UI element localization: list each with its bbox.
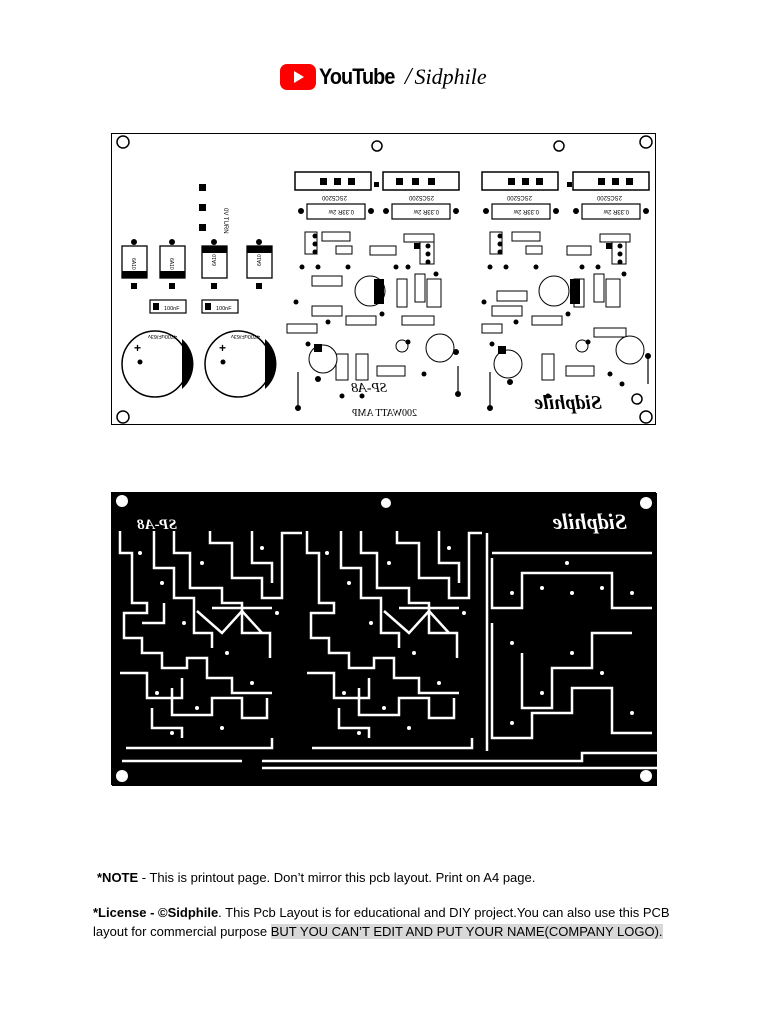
cap-label: 100nF <box>216 306 232 312</box>
brand-slash: / <box>404 63 412 90</box>
diode-label: 6A10 <box>168 258 174 270</box>
small-caps: 100nF 100nF <box>149 299 239 314</box>
brand-silk: Sidphile <box>534 392 602 414</box>
resistor-label: 0.33R 2w <box>513 208 539 214</box>
board-subtitle-silk: 200WATT AMP <box>351 408 417 419</box>
diode-label: 6A10 <box>257 254 263 266</box>
diode-label: 6A10 <box>130 258 136 270</box>
print-note: *NOTE - This is printout page. Don’t mir… <box>97 869 535 887</box>
board-name-silk: SP-A8 <box>351 381 387 396</box>
rectifier-diodes: 6A10 6A10 6A10 6A10 <box>121 239 273 289</box>
license-restriction: BUT YOU CAN’T EDIT AND PUT YOUR NAME(COM… <box>270 924 663 939</box>
resistor-row: 0.33R 2w 0.33R 2w 0.33R 2w 0.33R 2w <box>298 203 649 220</box>
filter-caps: + + 4700uF/63v 4700uF/63v <box>121 330 277 398</box>
note-label: *NOTE <box>97 870 139 885</box>
cap-label: 4700uF/63v <box>148 333 177 339</box>
transistor-label: 2SC5200 <box>408 194 434 200</box>
channel-brand: YouTube / Sidphile <box>280 62 487 92</box>
brand-copper: Sidphile <box>552 509 627 534</box>
silkscreen-drawing: 2SC5200 2SC5200 2SC5200 2SC5200 0.33R 2w… <box>116 135 653 424</box>
svg-text:+: + <box>134 341 141 355</box>
transistor-label: 2SC5200 <box>596 194 622 200</box>
youtube-logo-icon <box>280 64 316 90</box>
resistor-label: 0.33R 2w <box>603 208 629 214</box>
cap-label: 4700uF/63v <box>231 333 260 339</box>
power-input-pads <box>199 184 206 231</box>
svg-text:+: + <box>219 341 226 355</box>
transistor-label: 2SC5200 <box>321 194 347 200</box>
pcb-silkscreen-layout: 2SC5200 2SC5200 2SC5200 2SC5200 0.33R 2w… <box>111 133 656 425</box>
board-name-copper: SP-A8 <box>136 517 177 533</box>
cap-label: 100nF <box>164 306 180 312</box>
power-label: 0V TURN <box>222 208 228 234</box>
license-body: . This Pcb Layout is for educational and… <box>93 905 670 939</box>
resistor-label: 0.33R 2w <box>413 208 439 214</box>
note-text: - This is printout page. Don’t mirror th… <box>138 870 536 885</box>
license-owner: ©Sidphile <box>158 905 219 920</box>
license-text: *License - ©Sidphile. This Pcb Layout is… <box>93 903 673 941</box>
license-label: *License - <box>93 905 159 920</box>
board-title-silk: SP-A8 200WATT AMP Sidphile <box>351 381 602 419</box>
pcb-copper-layout: SP-A8 Sidphile <box>111 492 657 786</box>
transistor-row: 2SC5200 2SC5200 2SC5200 2SC5200 <box>294 171 650 200</box>
copper-drawing: SP-A8 Sidphile <box>112 493 657 786</box>
youtube-wordmark: YouTube <box>319 64 395 89</box>
transistor-label: 2SC5200 <box>506 194 532 200</box>
diode-label: 6A10 <box>212 254 218 266</box>
channel-name: Sidphile <box>414 64 487 89</box>
resistor-label: 0.33R 2w <box>328 208 354 214</box>
